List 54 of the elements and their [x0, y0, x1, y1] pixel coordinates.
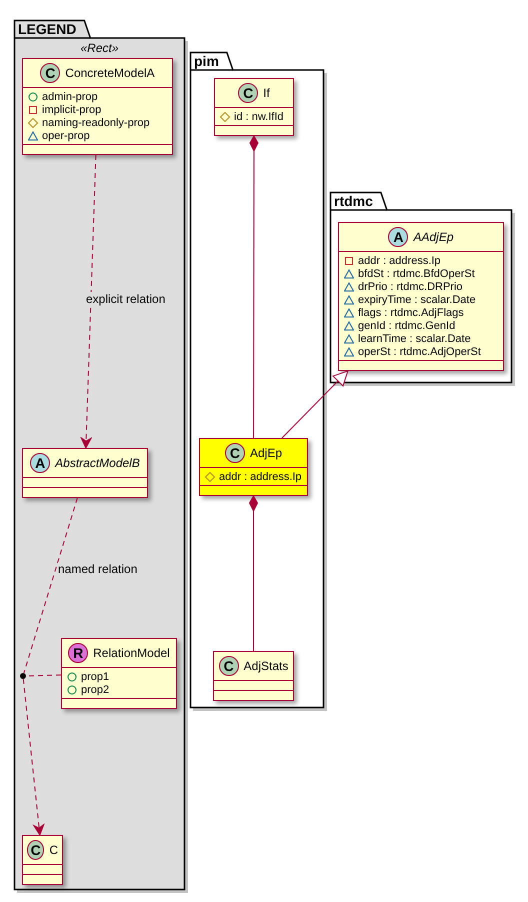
class-name: AdjStats — [244, 659, 288, 673]
dashed-arrow — [80, 154, 96, 448]
package-name: pim — [194, 53, 219, 69]
attribute: admin-prop — [42, 90, 98, 102]
class-name: AbstractModelB — [55, 456, 140, 470]
attribute: prop1 — [81, 670, 110, 682]
class-type-badge: C — [238, 83, 258, 103]
attribute: operSt : rtdmc.AdjOperSt — [358, 346, 481, 358]
class-name: C — [49, 843, 58, 857]
class-name: AAdjEp — [413, 230, 454, 244]
attribute: prop2 — [81, 684, 110, 696]
attribute: flags : rtdmc.AdjFlags — [358, 306, 464, 318]
class-box — [338, 222, 504, 371]
class-box — [199, 438, 308, 496]
package-frame — [330, 192, 512, 383]
class-name: AdjEp — [250, 446, 282, 460]
package-name: rtdmc — [334, 193, 373, 209]
class-name: RelationModel — [93, 646, 170, 660]
attribute: learnTime : scalar.Date — [358, 332, 471, 344]
attribute: genId : rtdmc.GenId — [358, 320, 456, 332]
attribute: oper-prop — [42, 130, 90, 142]
connector — [249, 136, 258, 438]
attribute: addr : address.Ip — [358, 254, 441, 266]
class-type-badge: A — [388, 227, 408, 247]
class-box — [22, 58, 173, 155]
attribute: bfdSt : rtdmc.BfdOperSt — [358, 268, 475, 280]
class-box — [22, 448, 148, 498]
edge-label: explicit relation — [86, 292, 166, 306]
class-box — [213, 651, 294, 701]
class-type-badge: C — [218, 656, 239, 676]
attribute: expiryTime : scalar.Date — [358, 294, 476, 306]
class-type-badge: C — [40, 63, 60, 83]
class-name: ConcreteModelA — [65, 66, 155, 80]
class-box — [22, 835, 63, 885]
class-box — [61, 638, 177, 709]
package-frame — [14, 20, 185, 890]
class-type-badge: C — [27, 840, 44, 860]
connector — [282, 370, 348, 438]
attribute: implicit-prop — [42, 104, 102, 116]
package-frame — [190, 52, 324, 708]
dashed-arrow — [22, 678, 44, 836]
stereotype: «Rect» — [79, 41, 120, 55]
package-name: LEGEND — [18, 21, 76, 37]
edge-label: named relation — [58, 562, 138, 576]
class-type-badge: R — [68, 643, 88, 663]
class-type-badge: C — [224, 443, 245, 463]
attribute: naming-readonly-prop — [42, 116, 150, 128]
attribute: id : nw.IfId — [234, 110, 284, 122]
connector — [249, 496, 258, 652]
attribute: addr : address.Ip — [219, 470, 302, 482]
class-name: If — [263, 86, 270, 100]
attribute: drPrio : rtdmc.DRPrio — [358, 280, 463, 292]
class-type-badge: A — [30, 453, 50, 473]
class-box — [214, 78, 294, 136]
